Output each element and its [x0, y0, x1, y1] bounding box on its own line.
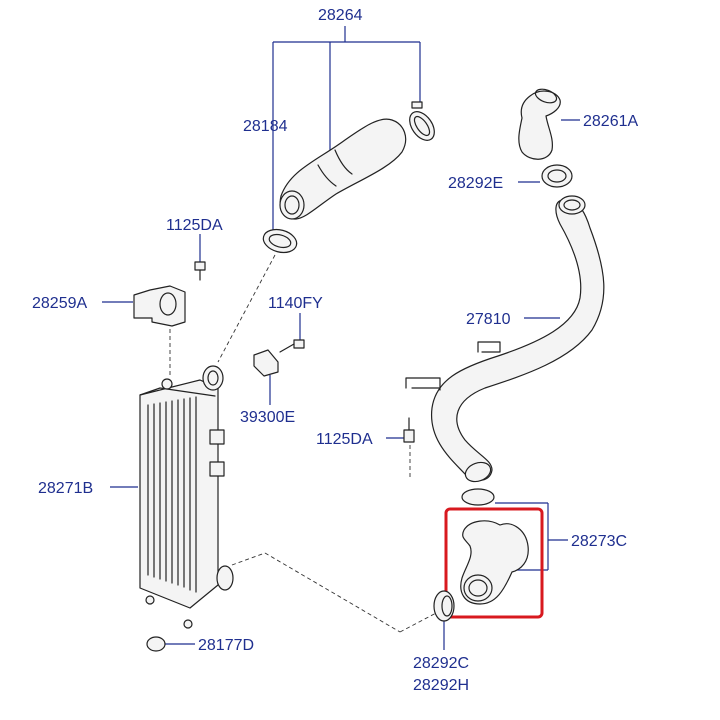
intercooler-fins	[147, 396, 197, 593]
label-39300E: 39300E	[240, 409, 295, 426]
label-28271B: 28271B	[38, 480, 93, 497]
hose-clamp-28292E	[541, 164, 573, 188]
bolt-1125DA-mid	[403, 417, 415, 443]
label-28259A: 28259A	[32, 295, 87, 312]
elbow-hose-28261A	[518, 88, 561, 160]
hose-28184	[279, 118, 407, 220]
label-28292E: 28292E	[448, 175, 503, 192]
label-28264: 28264	[318, 7, 363, 24]
sensor-39300E	[253, 349, 279, 377]
bolt-1125DA-top	[194, 261, 206, 281]
label-28261A: 28261A	[583, 113, 638, 130]
label-28184: 28184	[243, 118, 288, 135]
label-1125DA-mid: 1125DA	[316, 431, 373, 448]
label-28292C: 28292C	[413, 655, 469, 672]
hose-clamp-28292C	[433, 590, 455, 622]
assembly-dashed-lines	[169, 254, 439, 633]
hose-clamp-upper-right	[409, 101, 435, 141]
intercooler-28271B	[139, 365, 234, 629]
pipe-27810	[405, 195, 605, 483]
bolt-1140FY	[279, 339, 305, 353]
label-1125DA-top: 1125DA	[166, 217, 223, 234]
label-28292H: 28292H	[413, 677, 469, 694]
label-1140FY: 1140FY	[268, 295, 323, 312]
hose-clamp-lower-left	[262, 228, 298, 254]
label-27810: 27810	[466, 311, 511, 328]
highlight-box	[444, 507, 544, 619]
label-28273C: 28273C	[571, 533, 627, 550]
part-labels: 28264 28184 28261A 28292E 1125DA 28259A …	[32, 7, 638, 694]
hose-28273C	[460, 488, 529, 605]
plug-28177D	[146, 636, 166, 652]
label-28177D: 28177D	[198, 637, 254, 654]
leader-lines	[102, 26, 580, 650]
bracket-28259A	[133, 285, 186, 327]
